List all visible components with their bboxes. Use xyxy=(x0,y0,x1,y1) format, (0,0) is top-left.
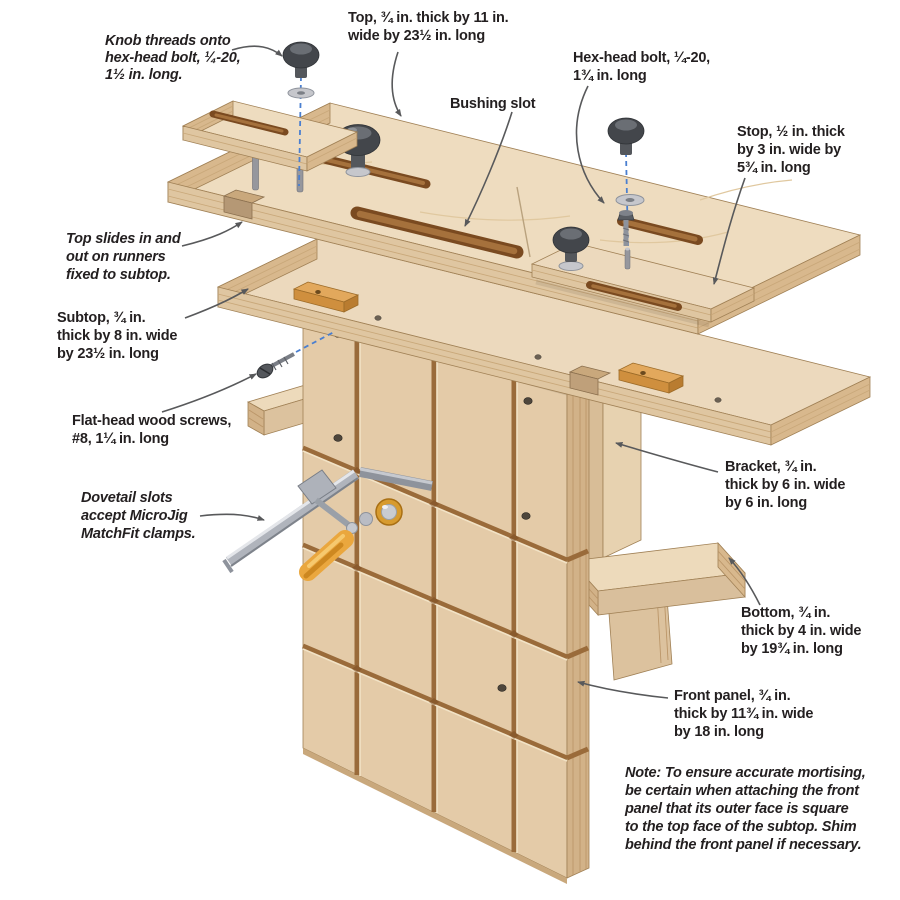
runner-right xyxy=(617,362,685,394)
top-notch xyxy=(222,189,266,220)
arrow-dovetail xyxy=(199,513,265,521)
arrow-knob-note xyxy=(231,45,283,57)
arrow-top xyxy=(391,51,402,117)
right-stop xyxy=(530,226,756,323)
hex-head-bolt xyxy=(617,210,635,246)
label-bushing-slot: Bushing slot xyxy=(450,96,536,112)
arrow-bottom xyxy=(728,557,761,606)
bottom-board-right-end xyxy=(570,541,746,617)
label-stop: Stop, ½ in. thick by 3 in. wide by 5¾ in… xyxy=(737,124,849,176)
stop-slot xyxy=(586,281,682,311)
clamp-pad xyxy=(375,498,403,526)
front-panel xyxy=(302,317,590,884)
left-stop-slot xyxy=(209,110,289,136)
clamp-handle xyxy=(299,530,354,581)
subtop-notch xyxy=(568,365,612,396)
left-stop xyxy=(181,100,359,172)
joint-line xyxy=(516,186,531,258)
label-subtop: Subtop, ¾ in. thick by 8 in. wide by 23½… xyxy=(57,310,181,362)
label-bottom: Bottom, ¾ in. thick by 4 in. wide by 19¾… xyxy=(741,605,865,657)
runner-left xyxy=(292,281,360,313)
label-knob-note: Knob threads onto hex-head bolt, ¼-20, 1… xyxy=(105,33,244,83)
label-bracket: Bracket, ¾ in. thick by 6 in. wide by 6 … xyxy=(725,459,849,511)
label-top-slides: Top slides in and out on runners fixed t… xyxy=(66,231,184,283)
stop-stud xyxy=(624,247,631,270)
right-knob-assembly xyxy=(607,117,645,247)
stop-knob xyxy=(552,226,590,271)
arrow-bracket xyxy=(615,441,719,473)
clamp-screw xyxy=(314,497,352,529)
label-top: Top, ¾ in. thick by 11 in. wide by 23½ i… xyxy=(347,10,512,44)
leader-arrows xyxy=(161,45,761,699)
flat-head-screw xyxy=(256,331,335,379)
left-knob-assembly xyxy=(282,41,320,187)
bushing-slot-right xyxy=(617,216,703,245)
label-hex-bolt: Hex-head bolt, ¼-20, 1¾ in. long xyxy=(573,50,714,84)
label-screws: Flat-head wood screws, #8, 1¼ in. long xyxy=(72,413,235,447)
washer xyxy=(615,194,645,206)
bushing-slot xyxy=(350,206,524,259)
label-note: Note: To ensure accurate mortising, be c… xyxy=(624,765,869,853)
arrow-bushing-slot xyxy=(464,111,513,227)
subtop-screws xyxy=(374,315,722,403)
arrow-screws xyxy=(161,373,257,413)
washer xyxy=(287,87,315,99)
panel-side-plies xyxy=(572,381,587,875)
arrow-subtop xyxy=(184,288,249,319)
clamp-head xyxy=(297,469,337,505)
arrow-hex-bolt xyxy=(575,85,605,204)
label-dovetail: Dovetail slots accept MicroJig MatchFit … xyxy=(81,490,195,542)
arrow-top-slides xyxy=(181,221,243,247)
arrow-stop xyxy=(712,177,746,285)
labels: Knob threads onto hex-head bolt, ¼-20, 1… xyxy=(57,10,869,853)
arrow-front-panel xyxy=(577,680,669,699)
knob-slot xyxy=(315,153,431,189)
matchfit-clamp xyxy=(222,467,433,581)
label-front-panel: Front panel, ¾ in. thick by 11¾ in. wide… xyxy=(674,688,817,740)
